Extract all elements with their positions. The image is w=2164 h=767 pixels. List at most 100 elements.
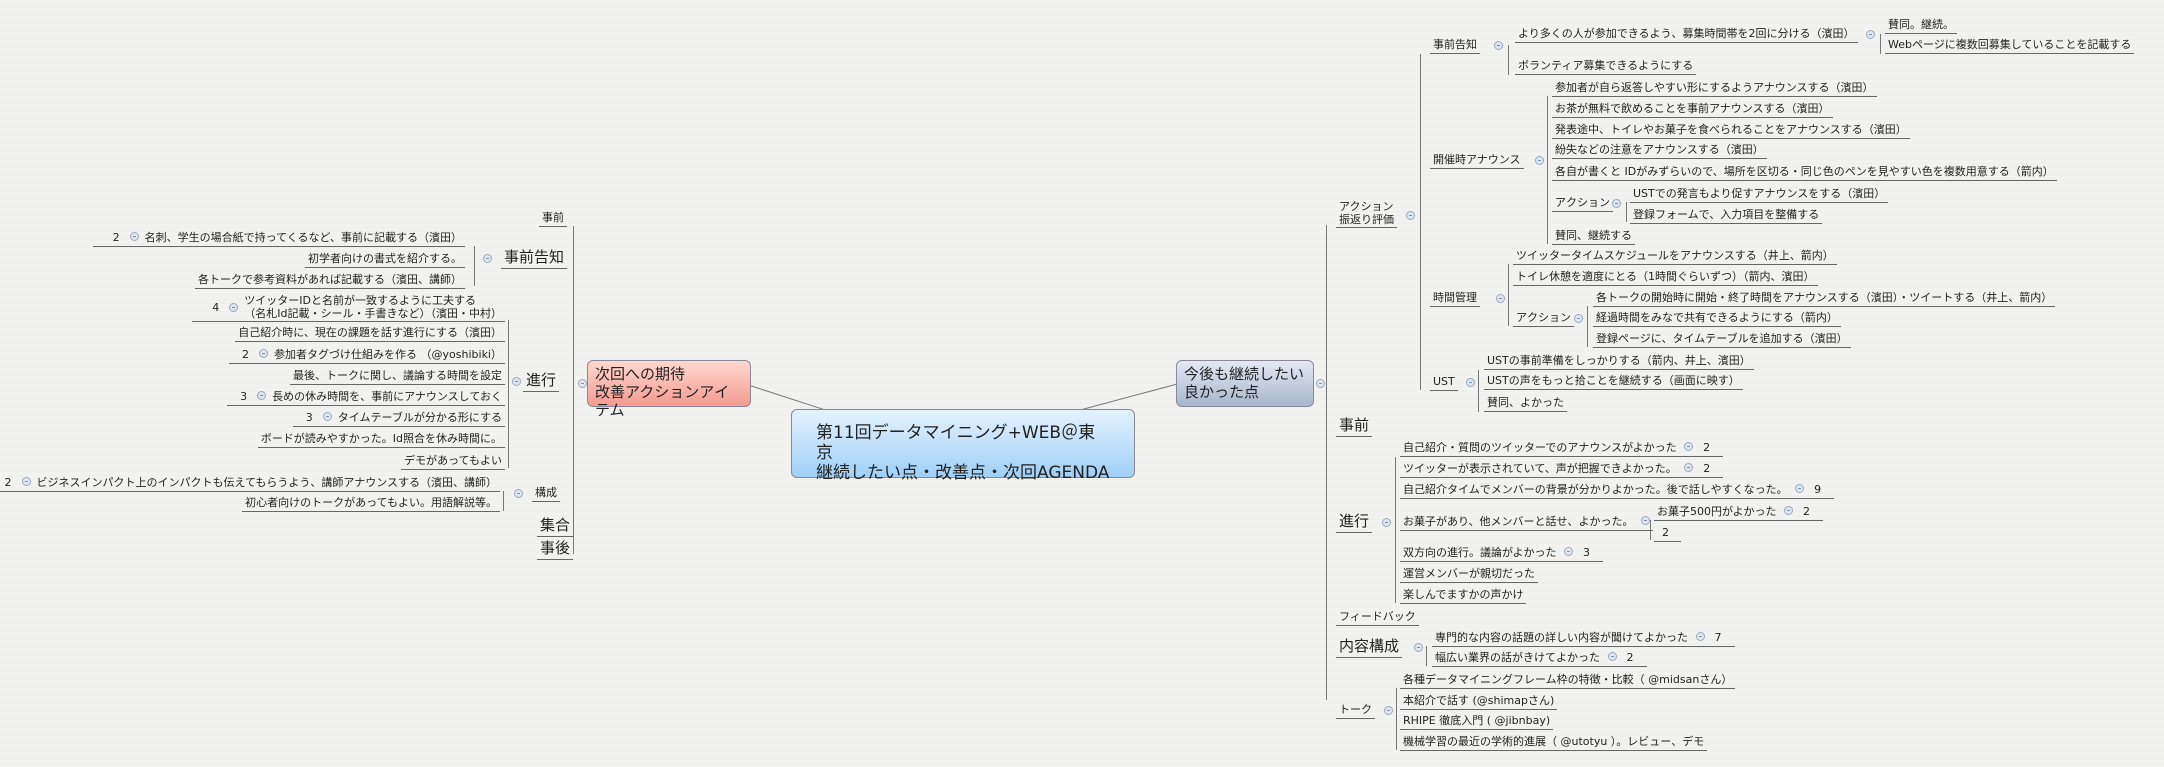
collapse-icon[interactable] (1414, 643, 1423, 652)
left-kosei[interactable]: 構成 (532, 485, 560, 502)
list-item[interactable]: 発表途中、トイレやお菓子を食べられることをアナウンスする（濱田） (1552, 122, 1910, 139)
action-jizen-kokuchi[interactable]: 事前告知 (1430, 37, 1480, 54)
list-item[interactable]: 登録ページに、タイムテーブルを追加する（濱田） (1593, 331, 1851, 348)
left-jizen[interactable]: 事前 (539, 210, 567, 227)
list-item[interactable]: 2 (1654, 525, 1681, 542)
list-item[interactable]: ツイッタータイムスケジュールをアナウンスする（井上、箭内） (1513, 248, 1837, 265)
collapse-icon[interactable] (1684, 463, 1694, 472)
collapse-icon[interactable] (1494, 41, 1503, 50)
collapse-icon[interactable] (578, 379, 587, 388)
list-item[interactable]: お菓子500円がよかった 2 (1654, 504, 1823, 521)
list-item[interactable]: 賛同、よかった (1484, 395, 1567, 412)
collapse-icon[interactable] (1612, 199, 1621, 208)
collapse-icon[interactable] (259, 349, 269, 358)
list-item[interactable]: トイレ休憩を適度にとる（1時間ぐらいずつ）（箭内、濱田） (1513, 269, 1818, 286)
list-item[interactable]: 楽しんでますかの声かけ (1400, 587, 1527, 604)
collapse-icon[interactable] (512, 377, 521, 386)
right-jizen[interactable]: 事前 (1336, 416, 1373, 437)
list-item[interactable]: Webページに複数回募集していることを記載する (1885, 37, 2135, 54)
collapse-icon[interactable] (1607, 652, 1617, 661)
collapse-icon[interactable] (129, 232, 139, 241)
list-item[interactable]: お茶が無料で飲めることを事前アナウンスする（濱田） (1552, 101, 1833, 118)
list-item[interactable]: 各自が書くと IDがみずらいので、場所を区切る・同じ色のペンを見やすい色を複数用… (1552, 164, 2057, 181)
list-item[interactable]: 登録フォームで、入力項目を整備する (1630, 207, 1823, 224)
left-jizen-kokuchi[interactable]: 事前告知 (500, 248, 567, 269)
collapse-icon[interactable] (1795, 484, 1805, 493)
list-item[interactable]: より多くの人が参加できるよう、募集時間帯を2回に分ける（濱田） (1515, 26, 1858, 43)
list-item[interactable]: ツイッターが表示されていて、声が把握できよかった。 2 (1400, 461, 1724, 478)
collapse-icon[interactable] (1384, 706, 1393, 715)
list-item[interactable]: 機械学習の最近の学術的進展（ @utotyu ）。レビュー、デモ (1400, 734, 1708, 751)
list-item[interactable]: 各トークで参考資料があれば記載する（濱田、講師） (195, 272, 465, 289)
list-item[interactable]: 各種データマイニングフレーム枠の特徴・比較（ @midsanさん） (1400, 672, 1736, 689)
list-item[interactable]: 運営メンバーが親切だった (1400, 566, 1538, 583)
right-talk[interactable]: トーク (1336, 702, 1375, 719)
list-item[interactable]: 経過時間をみなで共有できるようにする（箭内） (1593, 310, 1841, 327)
left-shugo[interactable]: 集合 (536, 516, 573, 537)
list-item[interactable]: お菓子があり、他メンバーと話せ、よかった。 (1400, 514, 1654, 531)
right-shinko[interactable]: 進行 (1336, 512, 1373, 533)
list-item[interactable]: USTの事前準備をしっかりする（箭内、井上、濱田） (1484, 353, 1754, 370)
collapse-icon[interactable] (1866, 30, 1875, 39)
list-item[interactable]: デモがあってもよい (401, 453, 505, 470)
action-jikan[interactable]: 時間管理 (1430, 290, 1480, 307)
list-item[interactable]: ボードが読みやすかった。Id照合を休み時間に。 (257, 431, 505, 448)
list-item[interactable]: 初心者向けのトークがあってもよい。用語解説等。 (242, 495, 500, 512)
list-item[interactable]: USTの声をもっと拾ことを継続する（画面に映す） (1484, 373, 1743, 390)
list-item[interactable]: 紛失などの注意をアナウンスする（濱田） (1552, 142, 1767, 159)
left-jigo[interactable]: 事後 (536, 539, 573, 560)
list-item[interactable]: 各トークの開始時に開始・終了時間をアナウンスする（濱田）・ツイートする（井上、箭… (1593, 290, 2056, 307)
collapse-icon[interactable] (1406, 211, 1415, 220)
list-item[interactable]: USTでの発言もより促すアナウンスをする（濱田） (1630, 186, 1889, 203)
collapse-icon[interactable] (1466, 378, 1475, 387)
list-item[interactable]: 参加者が自ら返答しやすい形にするようアナウンスする（濱田） (1552, 80, 1877, 97)
jikan-action[interactable]: アクション (1513, 310, 1574, 327)
list-item[interactable]: 幅広い業界の話がきけてよかった 2 (1432, 650, 1647, 667)
collapse-icon[interactable] (1783, 506, 1793, 515)
collapse-icon[interactable] (322, 412, 332, 421)
right-action-review[interactable]: アクション振返り評価 (1336, 200, 1397, 228)
collapse-icon[interactable] (1563, 547, 1573, 556)
collapse-icon[interactable] (1496, 294, 1505, 303)
action-kaisai[interactable]: 開催時アナウンス (1430, 152, 1524, 169)
list-item[interactable]: ボランティア募集できるようにする (1515, 58, 1697, 75)
list-item[interactable]: 双方向の進行。議論がよかった 3 (1400, 545, 1603, 562)
collapse-icon[interactable] (1695, 632, 1705, 641)
collapse-icon[interactable] (1641, 516, 1651, 525)
right-feedback[interactable]: フィードバック (1336, 609, 1419, 626)
list-item[interactable]: 自己紹介・質問のツイッターでのアナウンスがよかった 2 (1400, 440, 1724, 457)
right-main-topic[interactable]: 今後も継続したい 良かった点 (1176, 360, 1314, 407)
collapse-icon[interactable] (1574, 314, 1583, 323)
collapse-icon[interactable] (257, 391, 267, 400)
collapse-icon[interactable] (514, 489, 523, 498)
collapse-icon[interactable] (229, 302, 239, 312)
collapse-icon[interactable] (1684, 442, 1694, 451)
list-item[interactable]: 自己紹介タイムでメンバーの背景が分かりよかった。後で話しやすくなった。 9 (1400, 482, 1835, 499)
action-ust[interactable]: UST (1430, 374, 1458, 391)
list-item[interactable]: 専門的な内容の話題の詳しい内容が聞けてよかった 7 (1432, 630, 1735, 647)
list-item[interactable]: 賛同、継続する (1552, 228, 1635, 245)
list-item[interactable]: 初学者向けの書式を紹介する。 (305, 251, 465, 268)
list-item[interactable]: 自己紹介時に、現在の課題を話す進行にする（濱田） (235, 325, 505, 342)
collapse-icon[interactable] (1535, 156, 1544, 165)
collapse-icon[interactable] (21, 477, 31, 486)
branch-line (1547, 96, 1548, 244)
list-item[interactable]: 最後、トークに関し、議論する時間を設定 (290, 368, 505, 385)
collapse-icon[interactable] (1382, 518, 1391, 527)
central-topic[interactable]: 第11回データマイニング+WEB＠東京 継続したい点・改善点・次回AGENDA (791, 409, 1135, 483)
list-item[interactable]: 賛同。継続。 (1885, 17, 1957, 34)
list-item[interactable]: RHIPE 徹底入門 ( @jibnbay) (1400, 713, 1554, 730)
collapse-icon[interactable] (1316, 379, 1325, 388)
list-item[interactable]: 本紹介で話す (@shimapさん) (1400, 693, 1558, 710)
kaisai-action[interactable]: アクション (1552, 195, 1613, 212)
collapse-icon[interactable] (483, 254, 492, 263)
left-main-topic[interactable]: 次回への期待 改善アクションアイテム (587, 360, 751, 419)
right-naiyo[interactable]: 内容構成 (1336, 637, 1403, 658)
left-shinko[interactable]: 進行 (522, 371, 559, 392)
